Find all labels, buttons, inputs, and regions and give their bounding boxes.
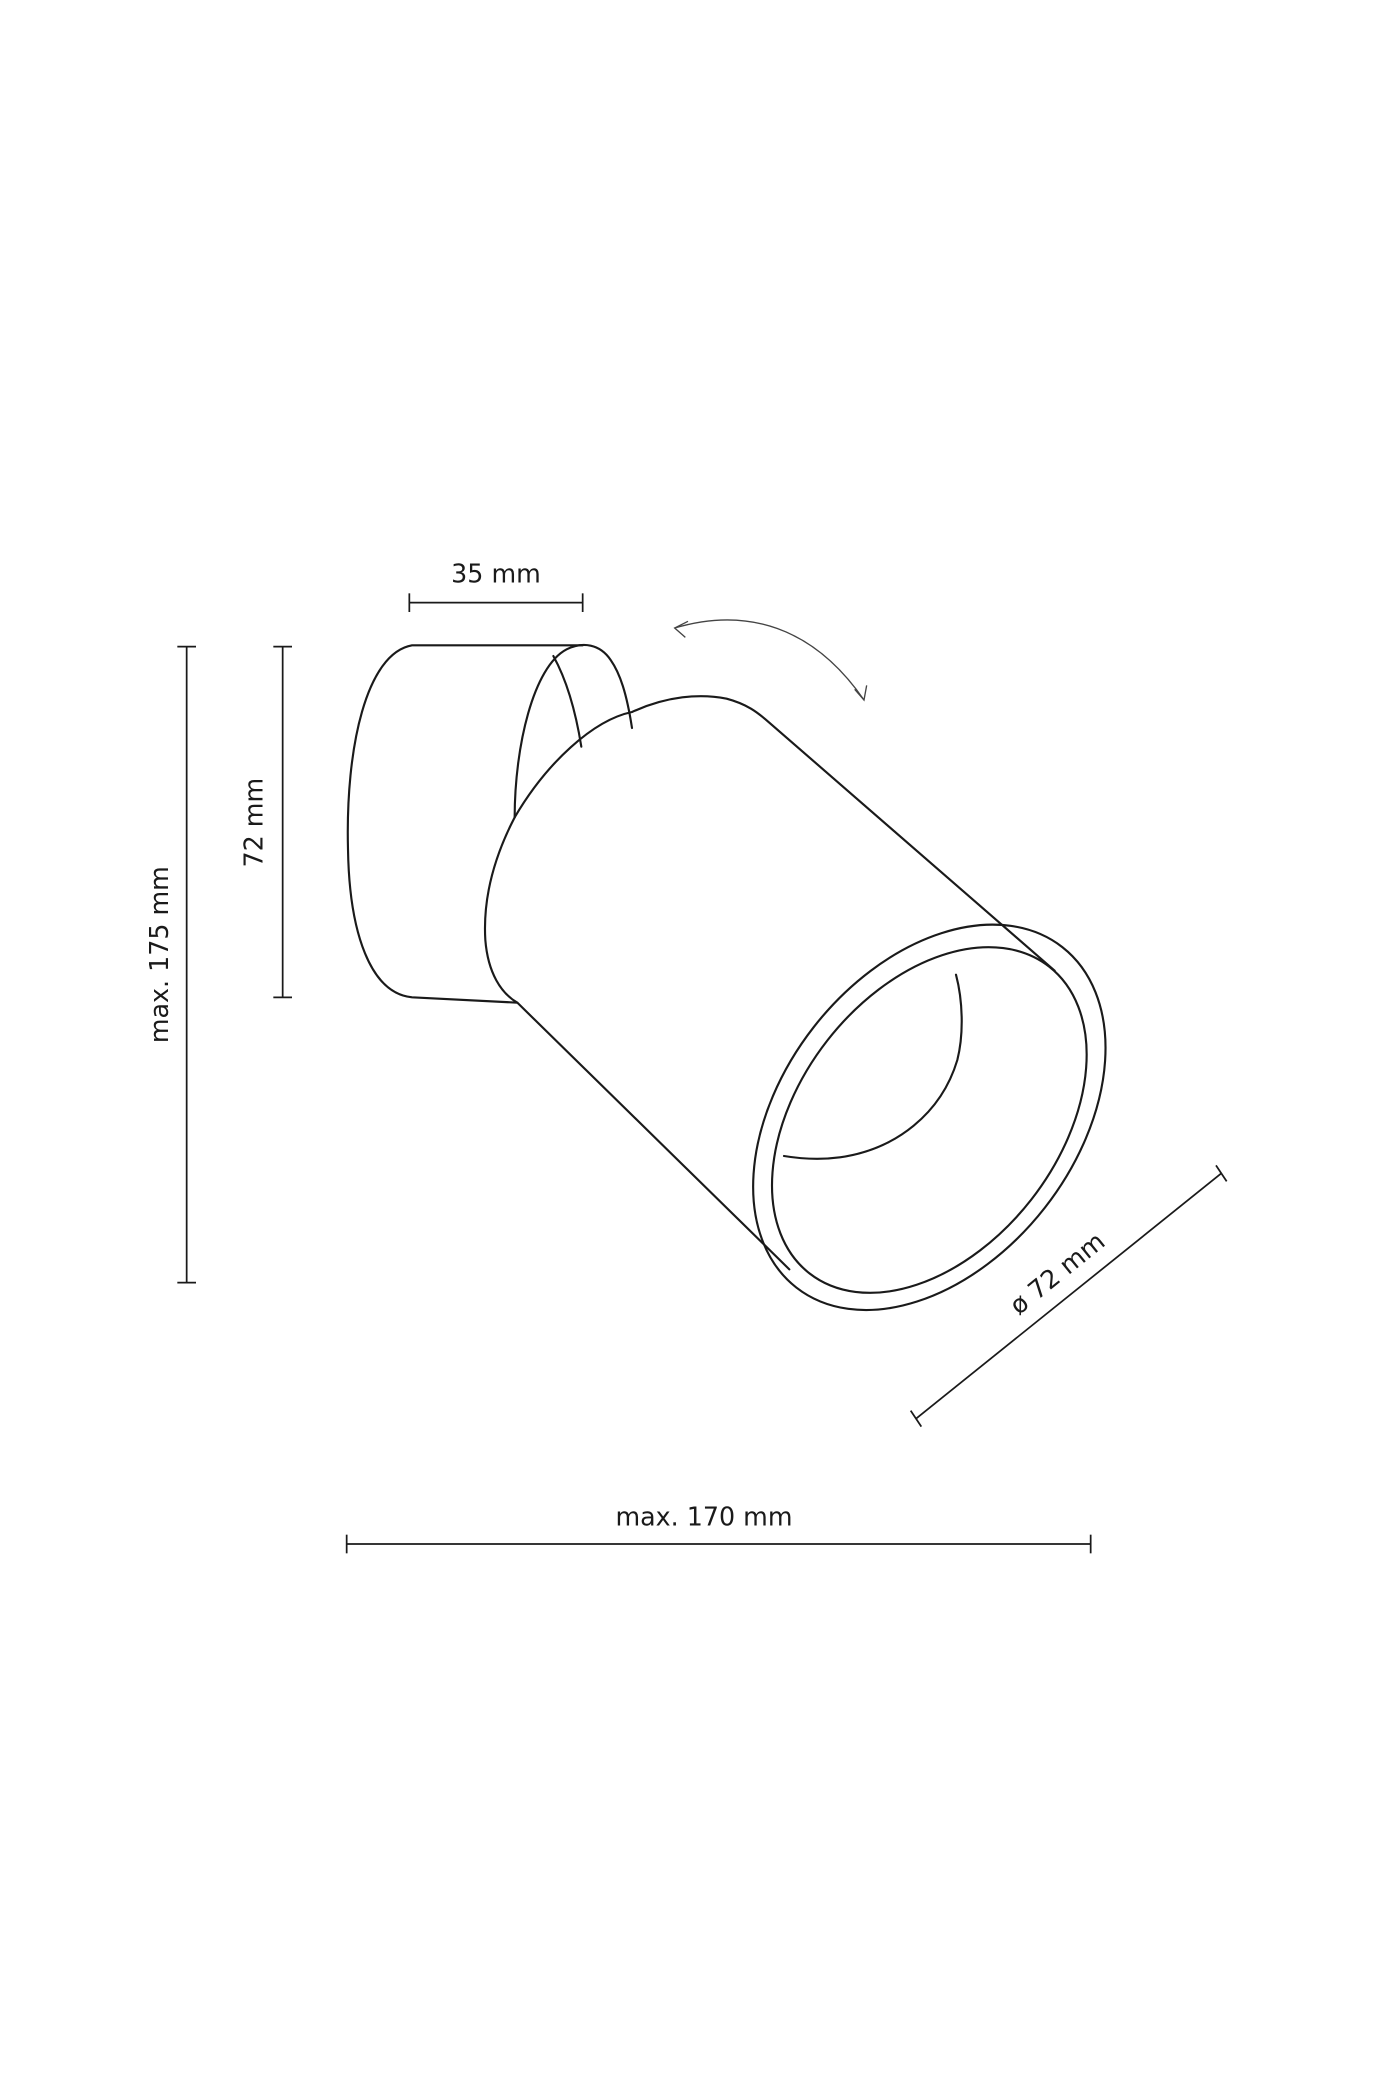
swivel-collar — [513, 643, 634, 819]
dimension-base-height: 72 mm — [239, 645, 292, 999]
dimension-total-width: max. 170 mm — [345, 1501, 1092, 1554]
label-total-width: max. 170 mm — [615, 1501, 792, 1531]
reflector-inner-shadow — [782, 973, 963, 1160]
front-rim-inner — [770, 946, 1088, 1294]
label-total-height: max. 175 mm — [144, 866, 174, 1043]
rotation-arrow-icon — [673, 619, 868, 702]
front-rim-outer — [752, 923, 1107, 1312]
label-collar-depth: 35 mm — [451, 559, 541, 589]
collar-inner-edge — [552, 654, 583, 748]
lamp-illustration — [346, 643, 1107, 1312]
wall-mount-disc — [346, 644, 584, 1004]
cylinder-top — [513, 695, 1056, 972]
dimension-diameter: ø 72 mm — [909, 1164, 1228, 1428]
dimension-collar-depth: 35 mm — [408, 559, 584, 612]
label-base-height: 72 mm — [239, 778, 269, 868]
cylinder-body — [483, 816, 791, 1271]
dimension-total-height: max. 175 mm — [144, 645, 196, 1284]
